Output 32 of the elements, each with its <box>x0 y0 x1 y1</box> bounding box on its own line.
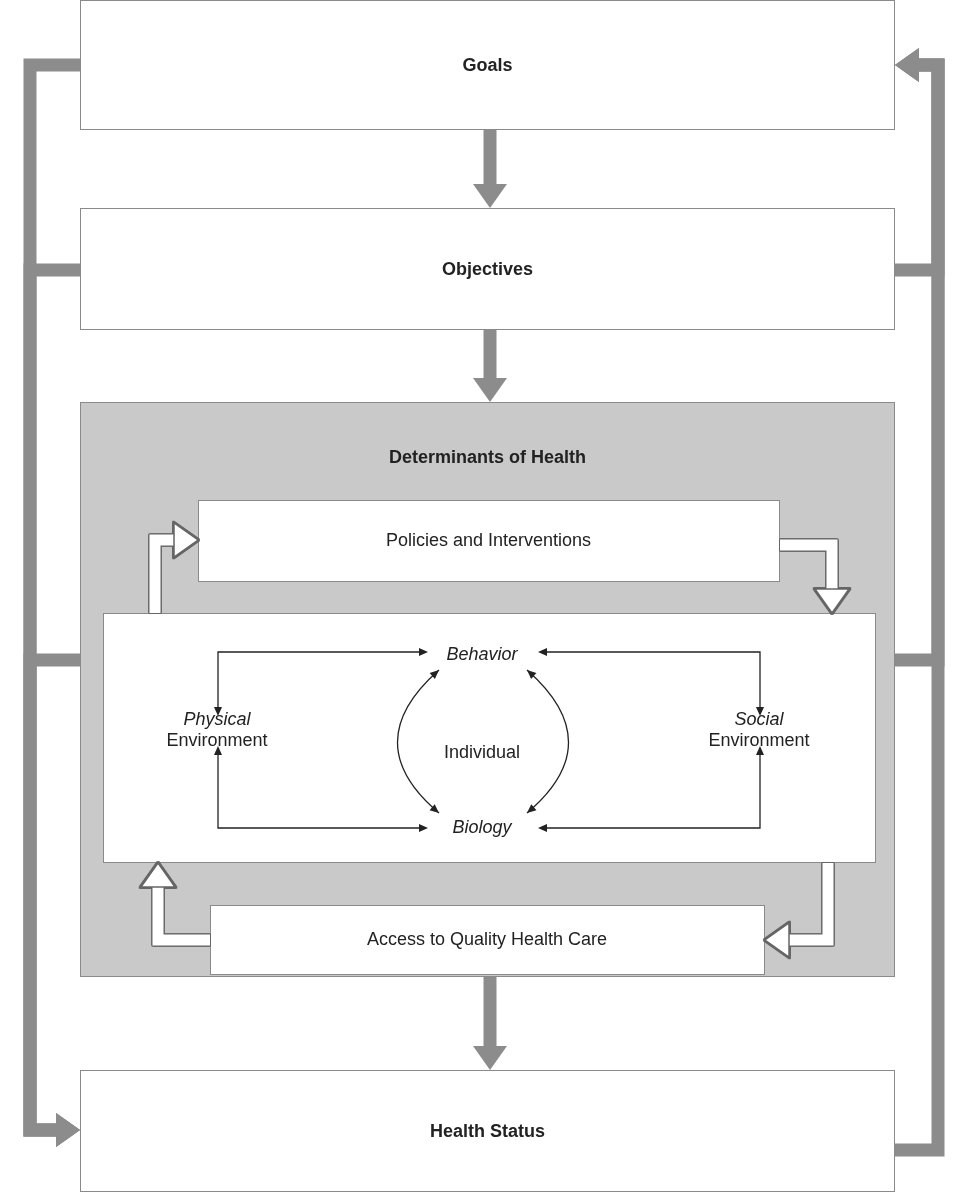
group-heading: Determinants of Health <box>388 447 586 468</box>
hollow-arrow <box>149 522 199 613</box>
group-panel <box>80 402 895 977</box>
panel-box <box>102 612 876 863</box>
flow-arrow <box>473 330 507 402</box>
stage-box <box>80 0 895 130</box>
box-label: Objectives <box>441 258 533 280</box>
factor-label: Behavior <box>427 639 537 669</box>
double-arrow <box>538 648 764 716</box>
flow-arrow <box>23 653 80 1147</box>
flow-arrow <box>473 130 507 208</box>
factor-label: Biology <box>427 812 537 842</box>
stage-box <box>80 1070 895 1192</box>
factor-label: Individual <box>422 737 542 767</box>
curved-double-arrow <box>396 669 440 814</box>
box-label: Health Status <box>430 1120 545 1142</box>
box-label: Goals <box>462 54 513 76</box>
stage-box <box>209 904 765 975</box>
hollow-arrow <box>764 863 834 958</box>
double-arrow <box>538 746 764 832</box>
flow-arrow <box>473 977 507 1070</box>
stage-box <box>80 208 895 330</box>
hollow-arrow <box>140 862 210 946</box>
box-label: Access to Quality Health Care <box>366 929 608 950</box>
factor-label: Social Environment <box>694 697 824 763</box>
flow-arrow <box>895 48 945 667</box>
double-arrow <box>214 746 428 832</box>
double-arrow <box>214 648 428 716</box>
factor-label: Physical Environment <box>152 697 282 763</box>
stage-box <box>197 499 780 582</box>
box-label: Policies and Interventions <box>385 530 592 551</box>
curved-double-arrow <box>526 669 570 814</box>
